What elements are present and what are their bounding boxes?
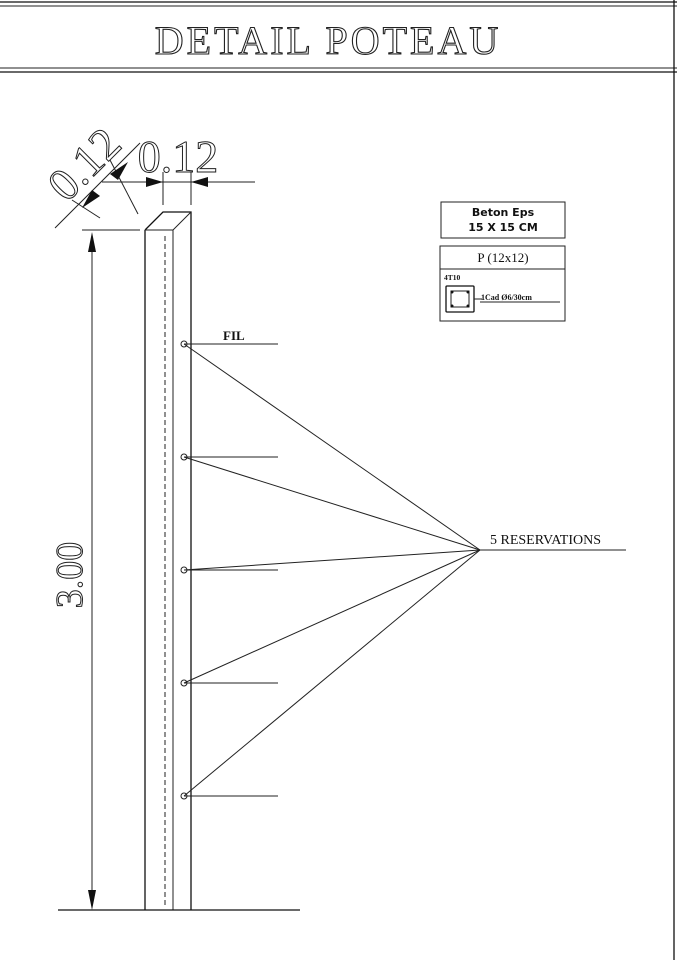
height-dimension-label: 3.00 xyxy=(49,542,91,609)
column xyxy=(144,211,192,910)
reservation-2 xyxy=(180,453,481,551)
reservation-3 xyxy=(180,549,481,574)
legend-material: Beton Eps xyxy=(472,206,535,219)
legend-size: 15 X 15 CM xyxy=(468,221,538,234)
legend-stirrup: 1Cad Ø6/30cm xyxy=(481,293,532,302)
legend-rebar: 4T10 xyxy=(444,273,461,282)
height-dimension xyxy=(82,229,140,910)
depth-dimension xyxy=(54,142,141,229)
reservations-label: 5 RESERVATIONS xyxy=(490,533,601,548)
reservation-5 xyxy=(180,549,481,800)
reservations xyxy=(180,340,626,800)
drawing-title: DETAIL POTEAU xyxy=(155,18,501,63)
reservation-1 xyxy=(180,340,481,551)
section-icon xyxy=(445,285,475,313)
legend: Beton Eps 15 X 15 CM P (12x12) 4T10 1Cad… xyxy=(439,201,566,322)
legend-section-name: P (12x12) xyxy=(477,250,528,265)
width-dimension xyxy=(102,172,255,205)
depth-dimension-label: 0.12 xyxy=(38,118,131,211)
wire-label: FIL xyxy=(223,328,245,343)
width-dimension-label: 0.12 xyxy=(138,131,219,182)
reservation-4 xyxy=(180,549,481,687)
